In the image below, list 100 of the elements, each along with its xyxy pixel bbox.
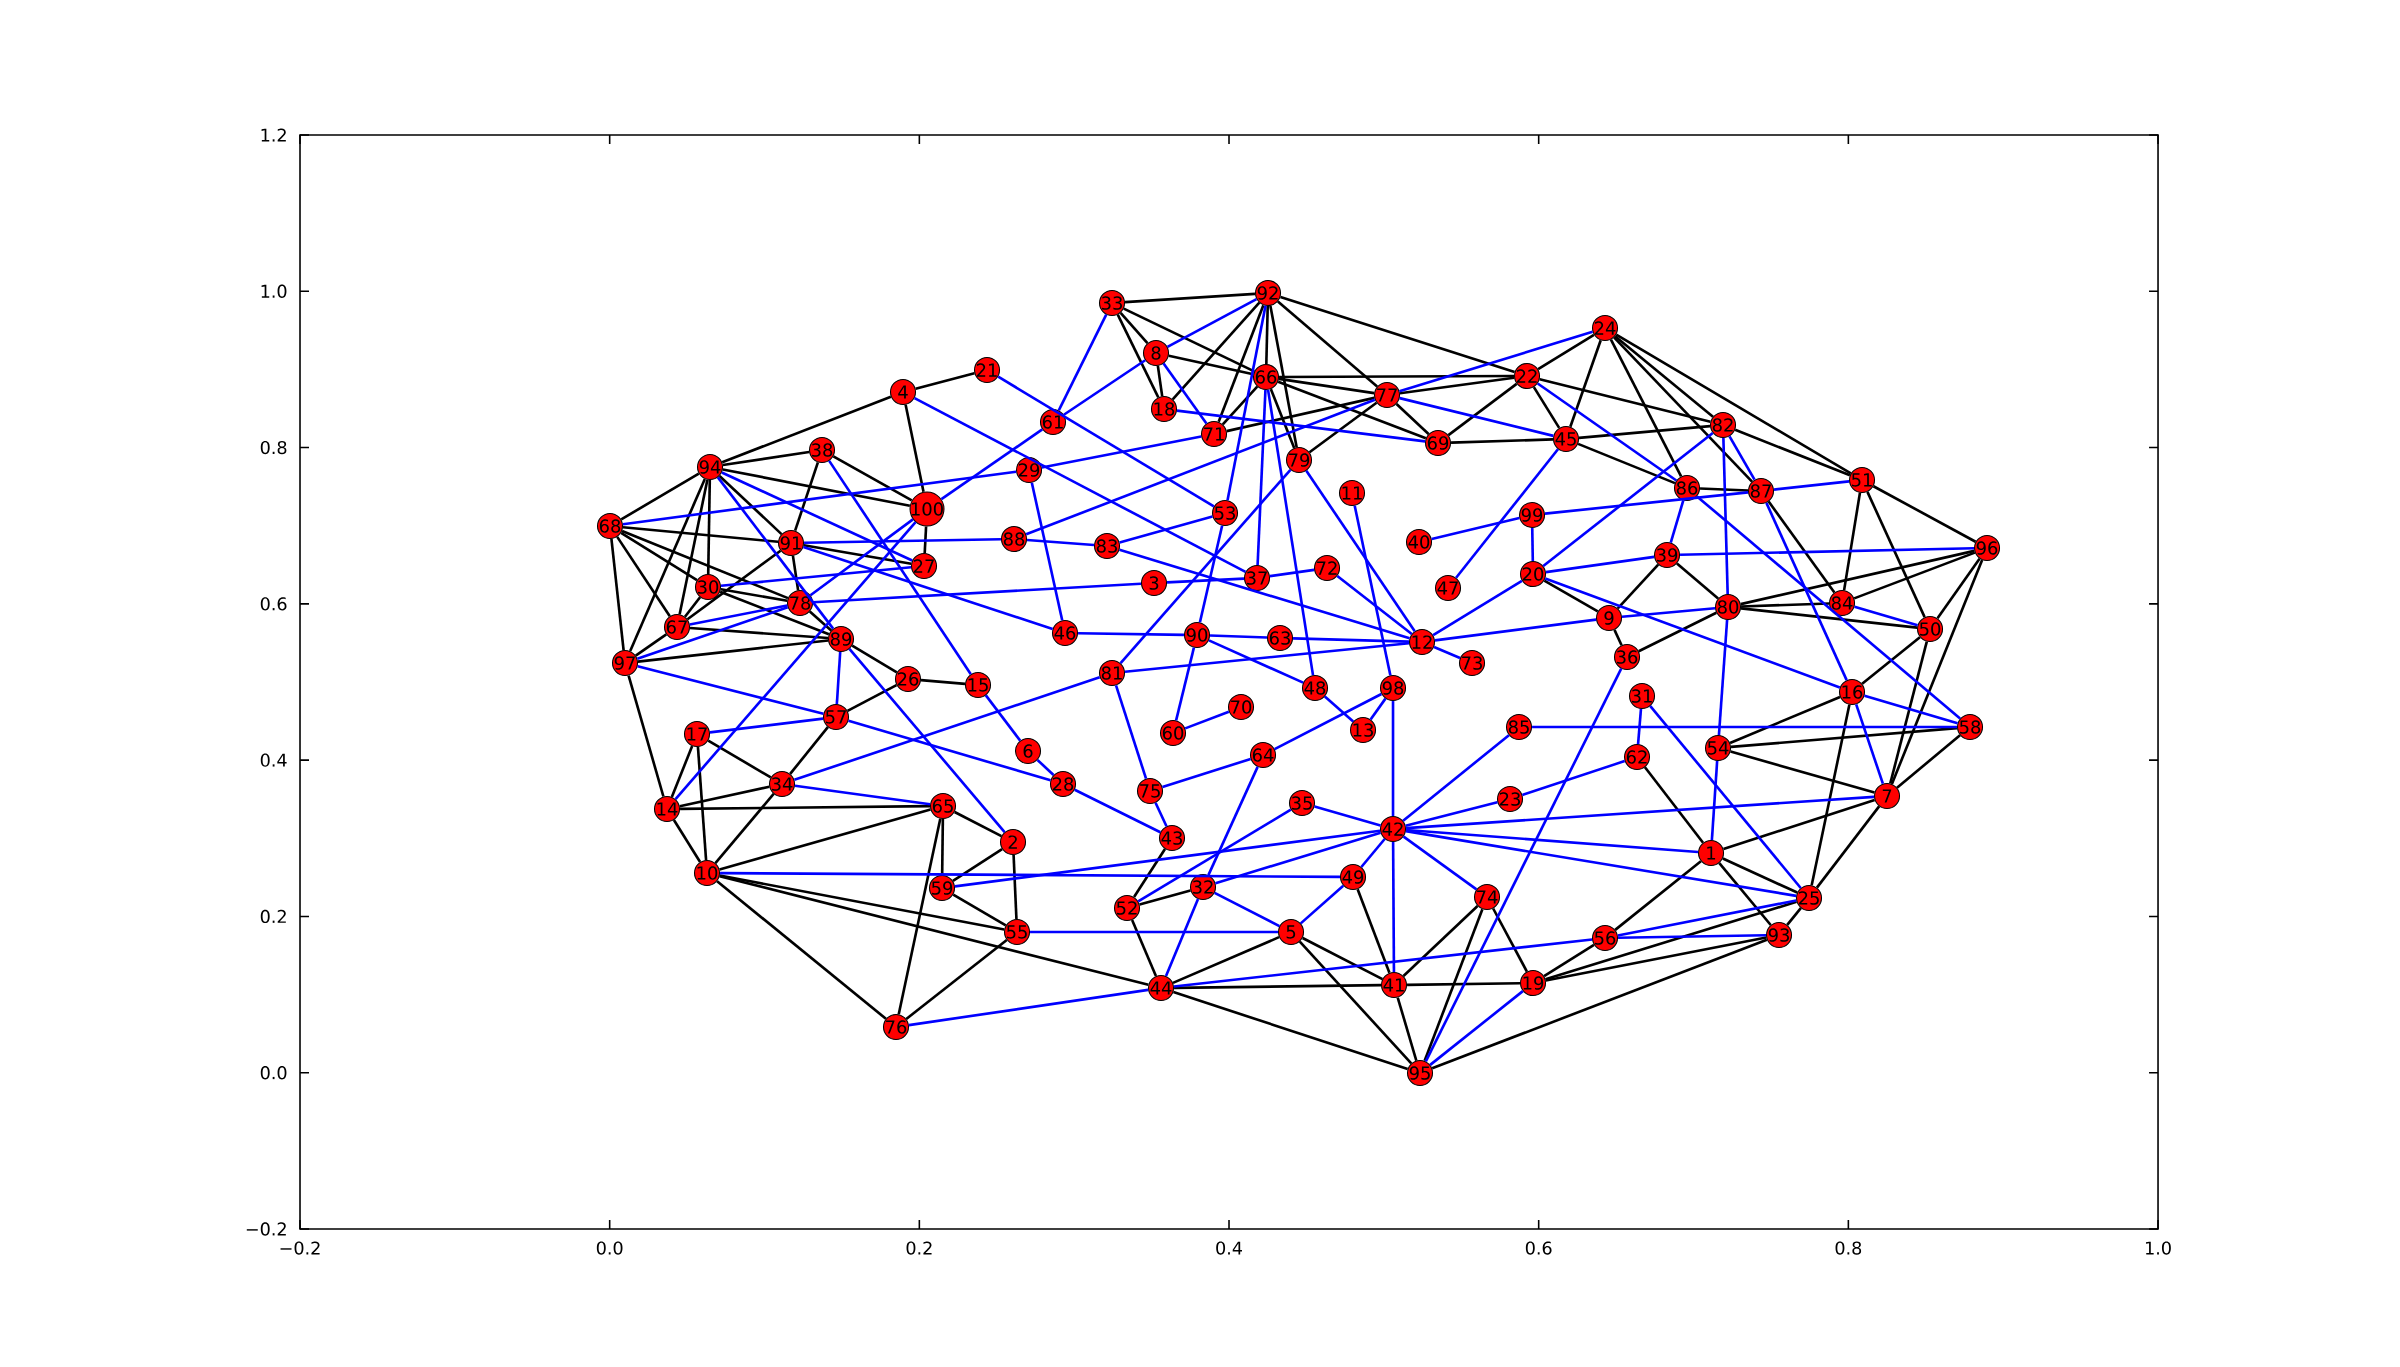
edge-line xyxy=(848,719,1051,782)
tick-label: 0.4 xyxy=(260,753,287,767)
edge-line xyxy=(1265,306,1270,364)
edge-line xyxy=(1221,385,1259,426)
edge-line xyxy=(1269,568,1315,578)
edge-line xyxy=(1162,362,1208,425)
edge-line xyxy=(802,545,1054,631)
edge-line xyxy=(1168,354,1254,376)
edge-line xyxy=(1274,692,1383,751)
edge-line xyxy=(1114,685,1148,779)
edge-line xyxy=(1717,619,1729,736)
edge-line xyxy=(678,479,709,615)
edge-line xyxy=(1119,515,1213,544)
edge-line xyxy=(1669,500,1685,543)
edge-line xyxy=(718,474,783,536)
edge-line xyxy=(1173,938,1593,988)
edge-line xyxy=(1119,548,1410,640)
edge-line xyxy=(904,404,925,493)
edge-line xyxy=(1323,695,1355,723)
edge-line xyxy=(670,745,694,798)
edge-line xyxy=(1578,424,1711,440)
edge-line xyxy=(1063,359,1146,416)
edge-line xyxy=(620,531,698,582)
edge-line xyxy=(1026,538,1095,547)
edge-line xyxy=(1530,528,1535,561)
edge-line xyxy=(1280,295,1516,374)
edge-line xyxy=(637,664,824,716)
edge-line xyxy=(720,587,788,603)
edge-line xyxy=(621,529,789,600)
edge-line xyxy=(1123,307,1255,373)
edge-line xyxy=(1492,907,1529,973)
edge-line xyxy=(1617,899,1797,937)
edge-line xyxy=(1537,333,1595,371)
edge-line xyxy=(1734,428,1851,477)
edge-line xyxy=(832,455,913,502)
edge-line xyxy=(808,610,833,632)
edge-line xyxy=(1208,639,1304,684)
edge-line xyxy=(1613,629,1623,646)
tick-label: 0.0 xyxy=(260,1066,287,1080)
edge-line xyxy=(1854,703,1885,785)
edge-line xyxy=(1078,631,1184,637)
edge-line xyxy=(848,648,1006,833)
edge-line xyxy=(1676,562,1719,600)
edge-line xyxy=(1616,563,1660,610)
edge-line xyxy=(1012,854,1018,920)
edge-line xyxy=(804,537,1001,545)
edge-line xyxy=(1124,642,1410,674)
edge-line xyxy=(689,604,788,626)
edge-line xyxy=(794,784,931,806)
edge-line xyxy=(1866,491,1926,618)
edge-line xyxy=(1722,857,1798,894)
edge-line xyxy=(1765,502,1848,681)
edge-line xyxy=(1740,549,1975,606)
edge-line xyxy=(679,785,770,808)
edge-line xyxy=(1810,704,1851,886)
edge-line xyxy=(616,536,671,617)
edge-line xyxy=(636,606,789,661)
tick-label: 0.2 xyxy=(906,1241,932,1255)
edge-line xyxy=(1522,759,1626,797)
edge-line xyxy=(793,461,820,532)
edge-line xyxy=(1166,298,1258,348)
edge-line xyxy=(1614,860,1702,931)
edge-line xyxy=(1164,898,1200,977)
edge-line xyxy=(1853,551,1976,600)
edge-line xyxy=(1543,579,1599,613)
edge-line xyxy=(707,739,772,779)
tick-label: 0.0 xyxy=(596,1241,623,1255)
edge-line xyxy=(1815,805,1881,889)
edge-line xyxy=(984,694,1022,742)
edge-line xyxy=(1130,919,1158,977)
edge-line xyxy=(1680,546,1975,557)
edge-line xyxy=(1405,828,1699,854)
edge-line xyxy=(1710,760,1719,841)
edge-line xyxy=(1176,409,1426,443)
edge-line xyxy=(1399,396,1554,438)
edge-line xyxy=(1545,555,1655,574)
edge-line xyxy=(1391,701,1395,816)
edge-line xyxy=(627,675,665,797)
edge-line xyxy=(1266,389,1315,676)
edge-line xyxy=(721,471,913,562)
edge-line xyxy=(1536,382,1678,482)
edge-line xyxy=(1226,305,1267,501)
edge-line xyxy=(1025,398,1376,536)
edge-line xyxy=(1432,579,1523,637)
edge-line xyxy=(1889,641,1929,784)
edge-line xyxy=(1532,386,1561,429)
edge-line xyxy=(1729,695,1841,745)
edge-line xyxy=(1854,605,1918,627)
edge-line xyxy=(720,871,1340,879)
edge-line xyxy=(1278,377,1375,395)
edge-line xyxy=(1277,380,1427,440)
edge-line xyxy=(1057,314,1108,411)
edge-line xyxy=(1269,305,1298,448)
edge-line xyxy=(1618,933,1767,940)
tick-label: 0.6 xyxy=(260,597,287,611)
edge-line xyxy=(905,939,1008,1020)
edge-line xyxy=(1210,634,1268,639)
edge-line xyxy=(846,683,898,713)
edge-line xyxy=(1217,304,1265,423)
edge-line xyxy=(1723,798,1876,851)
